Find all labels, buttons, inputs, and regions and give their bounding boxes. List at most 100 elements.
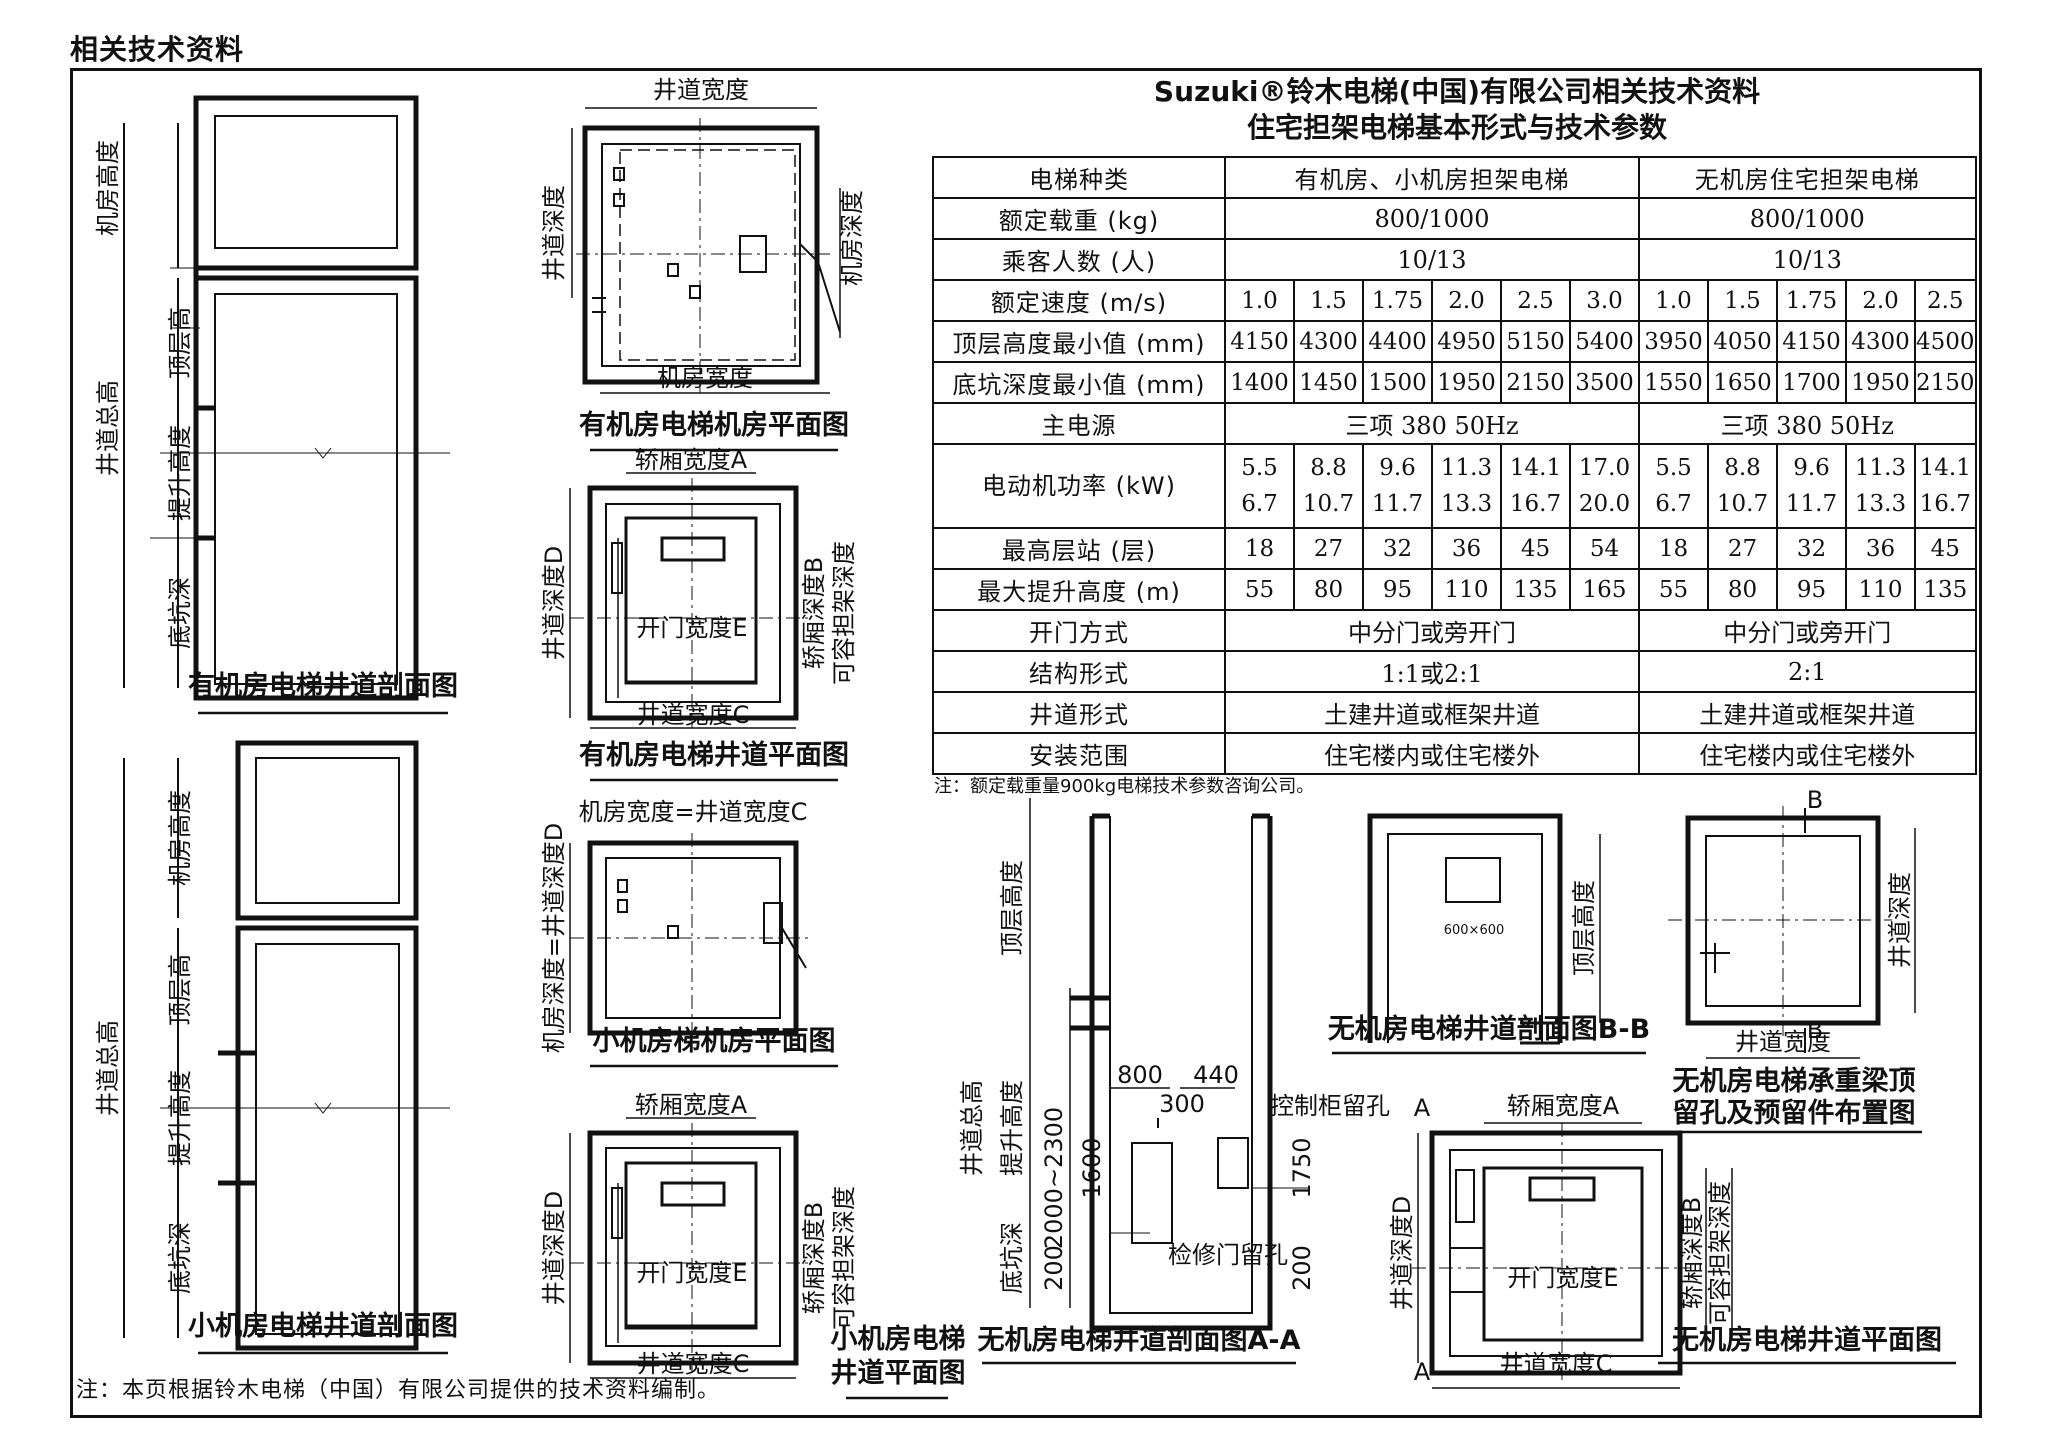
value-cell: 32 [1776, 527, 1847, 570]
value-cell: 110 [1845, 568, 1916, 611]
value-cell: 4950 [1431, 320, 1502, 363]
value-cell: 1400 [1224, 361, 1295, 404]
value-cell-mrl: 2:1 [1638, 650, 1977, 693]
table-row: 开门方式中分门或旁开门中分门或旁开门 [932, 609, 1977, 652]
value-cell: 1.5 [1707, 279, 1778, 322]
label-inspection-door-hole: 检修门留孔 [1168, 1241, 1288, 1269]
value-cell-mrl: 800/1000 [1638, 197, 1977, 240]
row-label: 主电源 [932, 402, 1226, 445]
value-cell-mrl: 住宅楼内或住宅楼外 [1638, 732, 1977, 775]
power-value-1: 14.1 [1919, 455, 1971, 481]
power-value-1: 9.6 [1793, 455, 1830, 481]
caption-smr-shaft-plan-line1: 小机房电梯 [831, 1324, 966, 1355]
value-cell: 1.75 [1362, 279, 1433, 322]
value-cell: 2.5 [1500, 279, 1571, 322]
label-mrl-car-depth-b: 轿厢深度B [1678, 1197, 1706, 1309]
mr-machine-plan-drawing [571, 107, 841, 394]
label-mrl-door-width-e: 开门宽度E [1507, 1264, 1618, 1292]
power-value-2: 10.7 [1302, 491, 1355, 517]
value-cell: 36 [1431, 527, 1502, 570]
power-value-1: 5.5 [1655, 455, 1692, 481]
smr-machine-plan-drawing [569, 833, 810, 1043]
power-value-1: 9.6 [1379, 455, 1416, 481]
technical-drawings: 有机房电梯井道剖面图 有机房电梯机房平面图 有机房电梯井道平面图 小机房电梯井道… [94, 76, 1956, 1400]
row-label: 顶层高度最小值 (mm) [932, 320, 1226, 363]
caption-smr-shaft-plan-line2: 井道平面图 [831, 1357, 966, 1389]
value-cell: 4050 [1707, 320, 1778, 363]
label-smr-shaft-total-height: 井道总高 [94, 1020, 122, 1116]
value-cell: 1950 [1431, 361, 1502, 404]
label-mr-stretcher-depth: 可容担架深度 [830, 541, 858, 685]
mrl-shaft-plan-drawing [1412, 1122, 1733, 1389]
value-cell: 55 [1224, 568, 1295, 611]
label-mrl-shaft-width-c: 井道宽度C [1500, 1350, 1613, 1378]
value-cell-mr: 10/13 [1224, 238, 1640, 281]
power-value-1: 17.0 [1578, 455, 1631, 481]
value-cell: 1.0 [1224, 279, 1295, 322]
value-cell: 1.75 [1776, 279, 1847, 322]
value-cell: 45 [1914, 527, 1977, 570]
value-cell: 2150 [1914, 361, 1977, 404]
table-header-mr: 有机房、小机房担架电梯 [1224, 156, 1640, 199]
caption-mr-section: 有机房电梯井道剖面图 [188, 670, 458, 702]
label-mr-machine-room-depth: 机房深度 [838, 190, 866, 286]
label-mr-shaft-depth-d: 井道深度D [540, 546, 568, 660]
value-cell: 1950 [1845, 361, 1916, 404]
power-value-2: 10.7 [1716, 491, 1769, 517]
label-section-mark-a-top: A [1414, 1094, 1431, 1122]
power-value-1: 5.5 [1241, 455, 1278, 481]
label-aa-top-floor-height: 顶层高度 [998, 860, 1026, 956]
power-value-2: 6.7 [1655, 491, 1692, 517]
mrl-section-aa-drawing [1029, 798, 1310, 1331]
label-smr-stretcher-depth: 可容担架深度 [830, 1186, 858, 1330]
label-smr-shaft-depth-d: 井道深度D [540, 1191, 568, 1305]
label-dim-1750: 1750 [1288, 1137, 1316, 1198]
value-cell: 45 [1500, 527, 1571, 570]
label-mrl-shaft-depth-d: 井道深度D [1388, 1196, 1416, 1310]
label-dim-1600: 1600 [1078, 1137, 1106, 1198]
table-title-line2: 住宅担架电梯基本形式与技术参数 [1246, 111, 1667, 144]
value-cell: 27 [1293, 527, 1364, 570]
value-cell: 4500 [1914, 320, 1977, 363]
value-cell-mr: 中分门或旁开门 [1224, 609, 1640, 652]
label-lift-height: 提升高度 [166, 425, 194, 521]
power-value-1: 8.8 [1310, 455, 1347, 481]
label-smr-top-floor-height: 顶层高 [166, 954, 194, 1026]
label-mr-car-depth-b: 轿厢深度B [800, 557, 828, 669]
label-control-cabinet-hole: 控制柜留孔 [1270, 1092, 1390, 1120]
value-cell: 3500 [1569, 361, 1640, 404]
label-mr-door-width-e: 开门宽度E [636, 614, 747, 642]
label-smr-lift-height: 提升高度 [166, 1070, 194, 1166]
label-smr-shaft-width-c: 井道宽度C [637, 1350, 750, 1378]
value-cell: 80 [1293, 568, 1364, 611]
value-cell: 1700 [1776, 361, 1847, 404]
value-cell: 2.5 [1914, 279, 1977, 322]
label-mr-car-width-a: 轿厢宽度A [635, 446, 748, 474]
value-cell-mr: 800/1000 [1224, 197, 1640, 240]
label-section-mark-b-top: B [1807, 786, 1823, 814]
label-pit-depth: 底坑深 [166, 577, 194, 649]
value-cell: 80 [1707, 568, 1778, 611]
value-cell: 1450 [1293, 361, 1364, 404]
value-cell: 2150 [1500, 361, 1571, 404]
mrl-section-bb-drawing [1367, 813, 1601, 1045]
label-mrl-stretcher-depth: 可容担架深度 [1706, 1181, 1734, 1325]
value-cell: 1.0 [1638, 279, 1709, 322]
caption-mrl-section-aa: 无机房电梯井道剖面图A-A [978, 1324, 1301, 1356]
power-value-2: 13.3 [1854, 491, 1907, 517]
value-cell-mr: 三项 380 50Hz [1224, 402, 1640, 445]
value-cell: 36 [1845, 527, 1916, 570]
mr-shaft-plan-drawing [569, 472, 810, 729]
caption-mrl-shaft-plan: 无机房电梯井道平面图 [1672, 1324, 1942, 1356]
